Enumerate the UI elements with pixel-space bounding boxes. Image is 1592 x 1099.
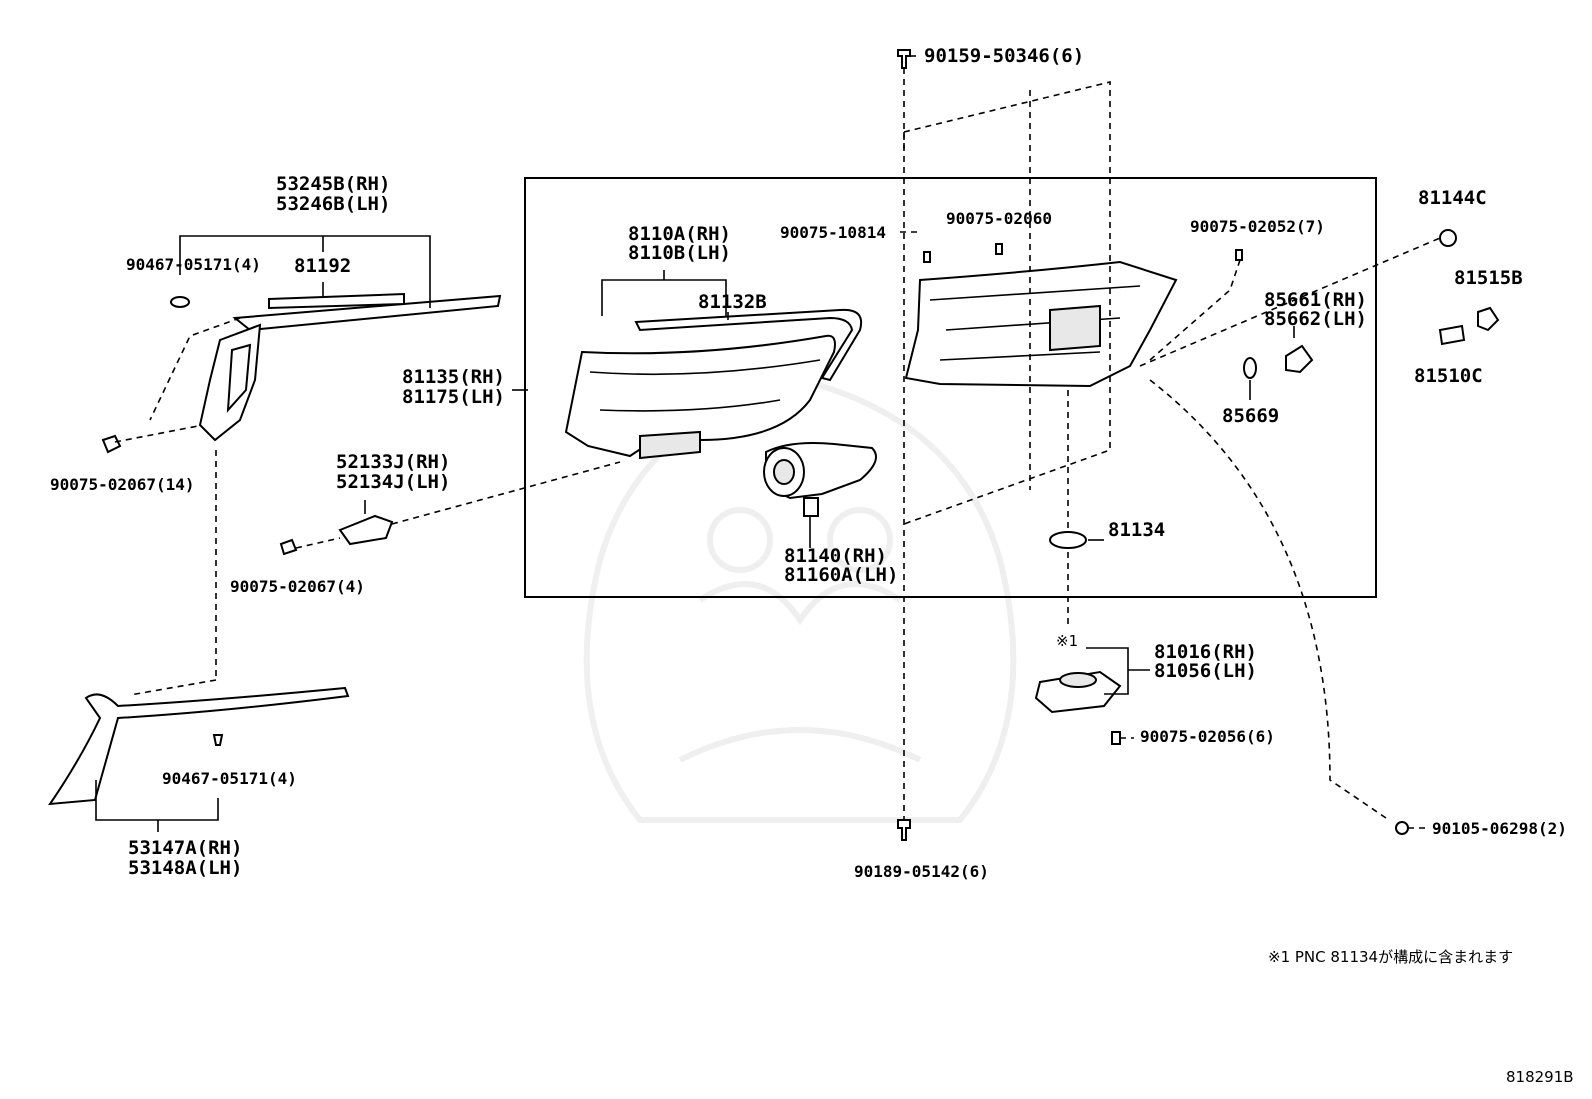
label-90159: 90159-50346(6)	[924, 45, 1084, 67]
label-90467-top: 90467-05171(4)	[126, 255, 261, 274]
label-53245b: 53245B(RH)	[276, 173, 390, 195]
screw-90105-drawing	[1395, 821, 1409, 835]
label-90189: 90189-05142(6)	[854, 862, 989, 881]
label-53148a: 53148A(LH)	[128, 857, 242, 879]
label-53246b: 53246B(LH)	[276, 193, 390, 215]
part-85661-drawing	[1285, 344, 1314, 374]
label-81056: 81056(LH)	[1154, 660, 1257, 682]
label-90105: 90105-06298(2)	[1432, 819, 1567, 838]
screw-90075-02056-drawing	[1111, 731, 1121, 745]
note-marker: ※1	[1056, 632, 1078, 650]
label-81132b: 81132B	[698, 291, 767, 313]
label-52134j: 52134J(LH)	[336, 471, 450, 493]
part-81144c-drawing	[1439, 229, 1457, 247]
label-81510c: 81510C	[1414, 365, 1483, 387]
leader-53245b	[179, 235, 431, 308]
label-81192: 81192	[294, 255, 351, 277]
label-90075-02052: 90075-02052(7)	[1190, 217, 1325, 236]
label-90075-02067-4: 90075-02067(4)	[230, 577, 365, 596]
part-52133j-drawing	[279, 514, 394, 556]
part-53245b-drawing	[101, 292, 502, 454]
label-90075-02067-14: 90075-02067(14)	[50, 475, 195, 494]
part-53147a-drawing	[47, 686, 350, 806]
label-81135: 81135(RH)	[402, 366, 505, 388]
diagram-code: 818291B	[1506, 1068, 1574, 1086]
part-81134-drawing	[1049, 531, 1087, 549]
leader-53147a	[95, 780, 219, 832]
label-53147a: 53147A(RH)	[128, 837, 242, 859]
label-90075-02060: 90075-02060	[946, 209, 1052, 228]
part-81510c-drawing	[1438, 324, 1466, 346]
label-81016: 81016(RH)	[1154, 641, 1257, 663]
label-90467-bottom: 90467-05171(4)	[162, 769, 297, 788]
leader-8110a	[601, 270, 727, 316]
footnote: ※1 PNC 81134が構成に含まれます	[1268, 948, 1513, 966]
label-85662: 85662(LH)	[1264, 308, 1367, 330]
part-81016-drawing	[1034, 670, 1122, 714]
label-81144c: 81144C	[1418, 187, 1487, 209]
label-81175: 81175(LH)	[402, 386, 505, 408]
label-8110b: 8110B(LH)	[628, 242, 731, 264]
label-8110a: 8110A(RH)	[628, 223, 731, 245]
label-81515b: 81515B	[1454, 267, 1523, 289]
bolt-90159-drawing	[897, 49, 911, 69]
part-81140-drawing	[763, 442, 877, 517]
bolt-90189-drawing	[897, 819, 911, 841]
part-85669-drawing	[1243, 357, 1257, 379]
label-90075-10814: 90075-10814	[780, 223, 886, 242]
assembly-box	[524, 177, 1377, 598]
label-85661: 85661(RH)	[1264, 289, 1367, 311]
leader-81016	[1086, 647, 1150, 695]
label-90075-02056: 90075-02056(6)	[1140, 727, 1275, 746]
label-52133j: 52133J(RH)	[336, 451, 450, 473]
label-81140: 81140(RH)	[784, 545, 887, 567]
label-81160a: 81160A(LH)	[784, 564, 898, 586]
housing-drawing	[904, 243, 1243, 388]
part-81515b-drawing	[1477, 306, 1500, 332]
label-81134: 81134	[1108, 519, 1165, 541]
label-85669: 85669	[1222, 405, 1279, 427]
part-8110a-drawing	[564, 308, 862, 460]
